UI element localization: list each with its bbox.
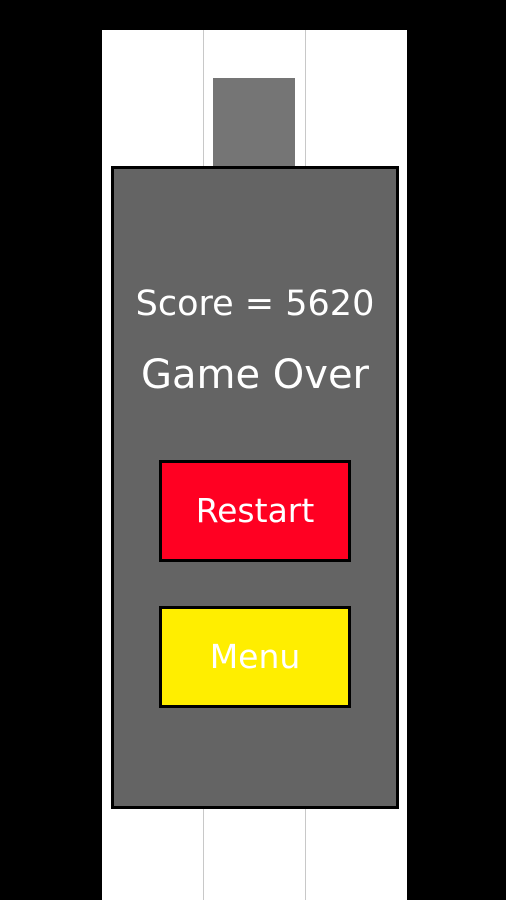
score-label: Score = 5620 (135, 284, 375, 324)
status-bar (0, 0, 506, 30)
game-over-title: Game Over (140, 352, 369, 398)
black-tile (213, 78, 295, 166)
menu-button[interactable]: Menu (159, 606, 351, 708)
game-over-dialog: Score = 5620 Game Over Restart Menu (111, 166, 399, 809)
restart-button[interactable]: Restart (159, 460, 351, 562)
